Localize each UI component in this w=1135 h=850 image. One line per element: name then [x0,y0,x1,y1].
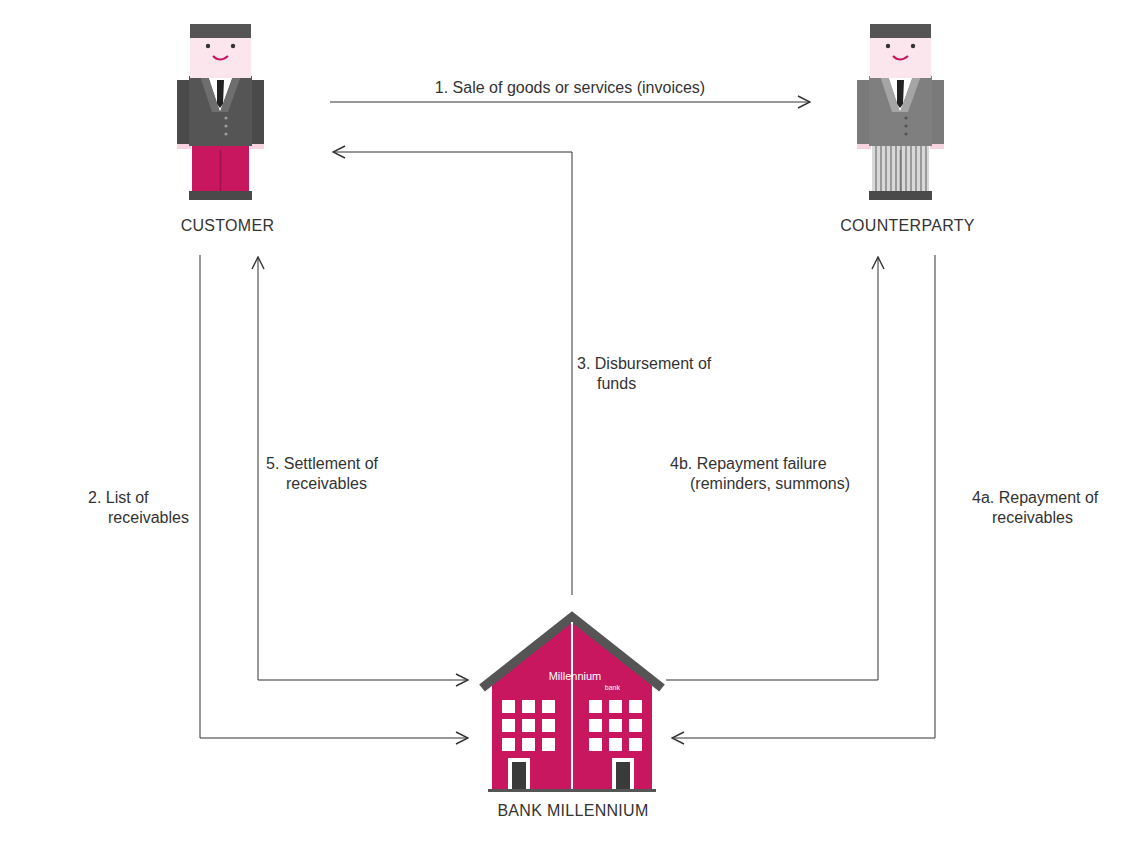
bank-building [482,617,662,792]
counterparty-figure [857,24,944,200]
step-label: 1. Sale of goods or services (invoices) [435,78,705,98]
flow-arrow [258,257,468,680]
flow-arrow [200,255,468,738]
flow-arrow [330,102,810,103]
flow-arrow [672,255,935,738]
figure-node: CUSTOMER [160,20,295,235]
node-name: BANK MILLENNIUM [497,802,648,820]
flow-arrow [666,257,878,680]
step-label: 3. Disbursement of funds [577,354,727,394]
step-label: 4a. Repayment of receivables [972,488,1122,528]
figure-node: COUNTERPARTY [835,20,980,235]
figure-node: BANK MILLENNIUM [476,605,670,820]
node-name: COUNTERPARTY [840,217,975,235]
step-label: 4b. Repayment failure (reminders, summon… [670,454,870,494]
node-name: CUSTOMER [181,217,275,235]
flow-arrow [333,152,572,595]
step-label: 5. Settlement of receivables [266,454,416,494]
customer-figure [177,24,264,200]
logo-text: Millennium [545,670,605,682]
logo-text: bank [580,684,620,691]
step-label: 2. List of receivables [88,488,196,528]
